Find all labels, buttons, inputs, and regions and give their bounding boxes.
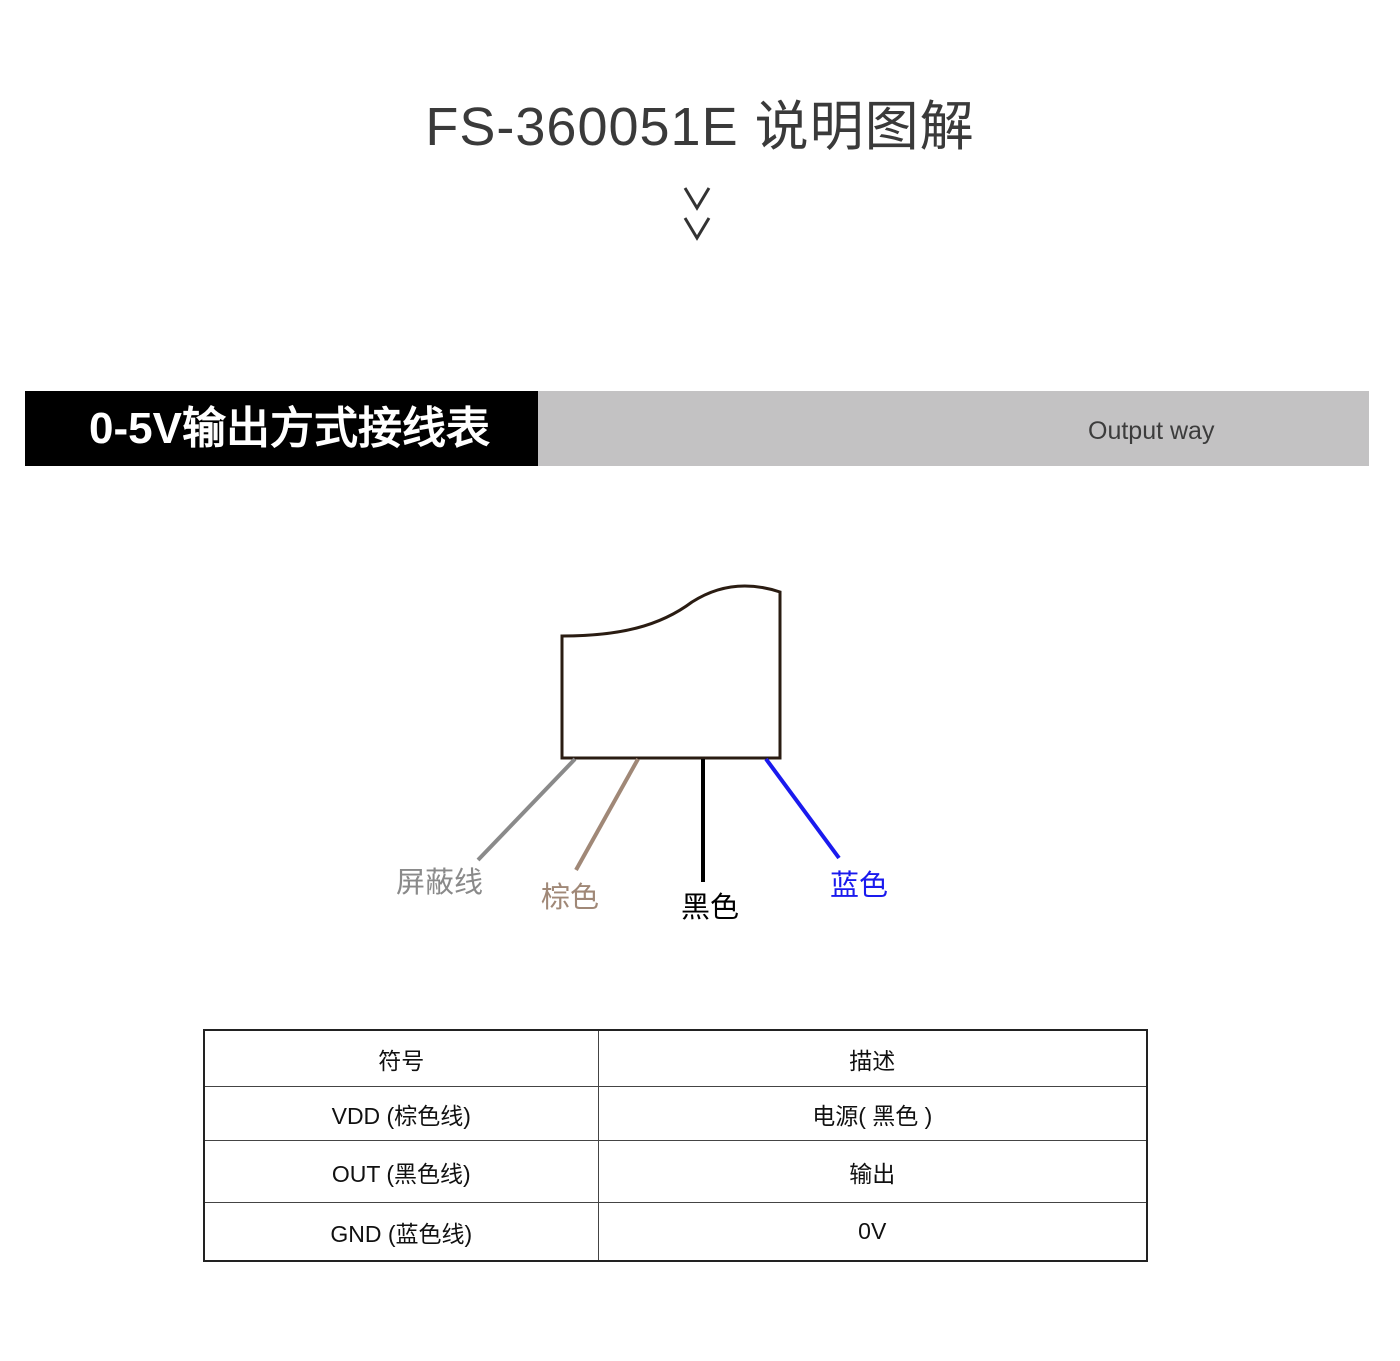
table-cell: VDD (棕色线) <box>203 1086 599 1141</box>
table-cell: 输出 <box>597 1140 1148 1203</box>
page-title: FS-360051E 说明图解 <box>425 97 975 157</box>
table-cell: 0V <box>597 1202 1148 1262</box>
wire-shield <box>476 757 577 862</box>
section-title: 0-5V输出方式接线表 <box>89 404 490 453</box>
table-row: VDD (棕色线) 电源( 黑色 ) <box>203 1086 1148 1141</box>
table-cell: GND (蓝色线) <box>203 1202 599 1262</box>
wire-blue <box>764 757 841 860</box>
wiring-table: 符号 描述 VDD (棕色线) 电源( 黑色 ) OUT (黑色线) 输出 GN… <box>203 1029 1148 1262</box>
table-row: GND (蓝色线) 0V <box>203 1202 1148 1262</box>
wire-label-blue: 蓝色 <box>830 870 889 902</box>
double-chevron-down-icon <box>683 187 711 241</box>
table-row: OUT (黑色线) 输出 <box>203 1140 1148 1203</box>
section-header-bar: 0-5V输出方式接线表 Output way <box>25 391 1369 466</box>
wire-brown <box>574 758 640 871</box>
wiring-diagram <box>476 584 841 882</box>
table-cell: 电源( 黑色 ) <box>597 1086 1148 1141</box>
section-subtitle: Output way <box>1088 417 1215 445</box>
table-header-cell: 符号 <box>203 1029 599 1087</box>
table-header-cell: 描述 <box>597 1029 1148 1087</box>
section-header-block: 0-5V输出方式接线表 <box>25 391 538 466</box>
table-cell: OUT (黑色线) <box>203 1140 599 1203</box>
sensor-body <box>560 584 782 760</box>
wire-label-shield: 屏蔽线 <box>396 867 484 899</box>
table-header-row: 符号 描述 <box>203 1029 1148 1087</box>
wire-label-brown: 棕色 <box>541 882 600 914</box>
wire-label-black: 黑色 <box>681 892 740 924</box>
